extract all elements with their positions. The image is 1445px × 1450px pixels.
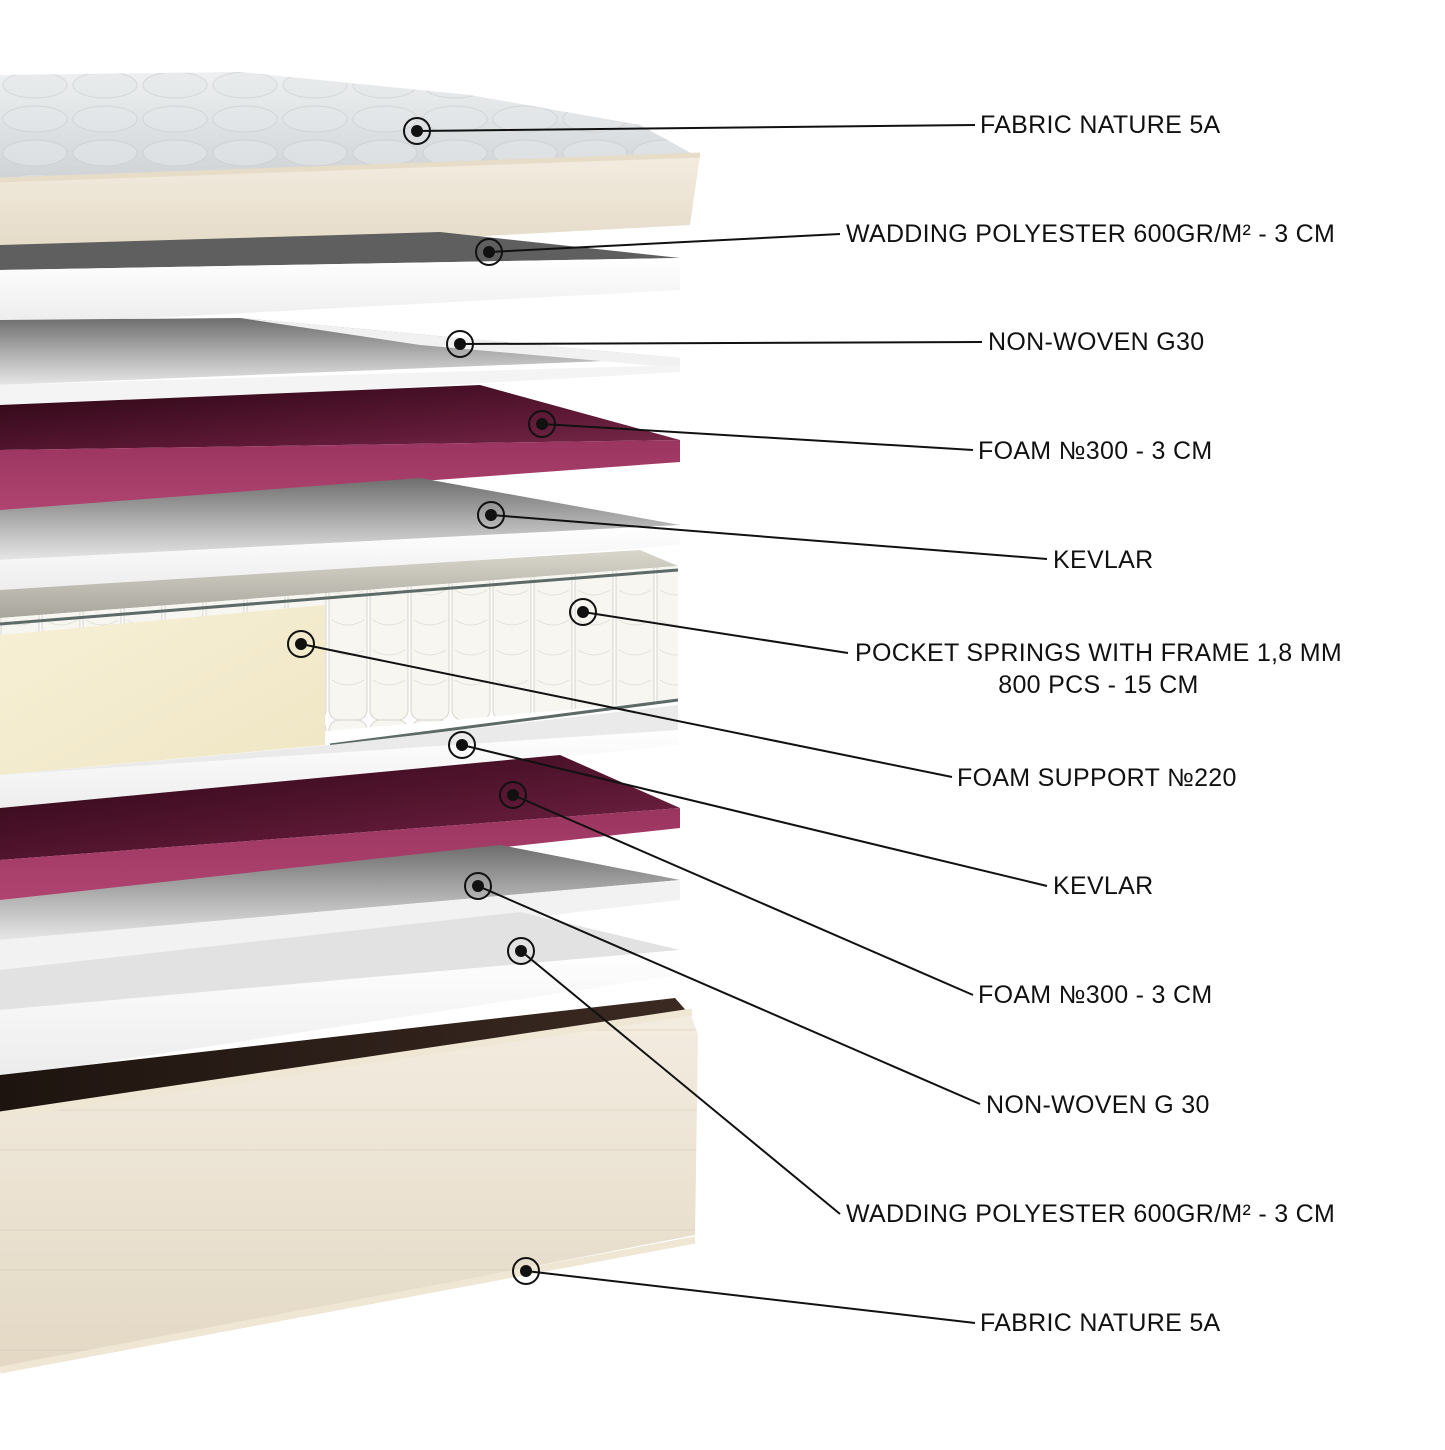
callout-label-line1: NON-WOVEN G 30 <box>986 1091 1210 1119</box>
callout-label-kevlar-top: KEVLAR <box>1053 544 1153 576</box>
callout-label-line1: FABRIC NATURE 5A <box>980 111 1221 139</box>
callout-marker-icon <box>477 501 505 529</box>
callout-label-fabric-top: FABRIC NATURE 5A <box>980 109 1221 141</box>
callout-label-line1: POCKET SPRINGS WITH FRAME 1,8 MM <box>855 639 1342 667</box>
callout-marker-icon <box>403 117 431 145</box>
callout-label-line1: KEVLAR <box>1053 872 1154 900</box>
callout-label-wadding-top: WADDING POLYESTER 600GR/M² - 3 CM <box>846 218 1335 250</box>
layer-wadding-top <box>0 232 680 326</box>
callout-label-fabric-bottom: FABRIC NATURE 5A <box>980 1307 1221 1339</box>
leader-line-foam-300-bottom <box>512 794 974 996</box>
callout-label-line1: FOAM SUPPORT №220 <box>957 764 1237 792</box>
layer-foam-300-top <box>0 385 680 512</box>
callout-label-non-woven-bottom: NON-WOVEN G 30 <box>986 1089 1210 1121</box>
leader-line-fabric-bottom <box>525 1270 976 1324</box>
callout-label-foam-300-bottom: FOAM №300 - 3 CM <box>978 979 1212 1011</box>
callout-label-foam-support: FOAM SUPPORT №220 <box>957 762 1237 794</box>
layer-foam-support <box>0 605 325 775</box>
layer-kevlar-top <box>0 478 680 595</box>
callout-marker-icon <box>464 872 492 900</box>
layer-fabric-bottom <box>0 998 698 1374</box>
callout-marker-icon <box>499 781 527 809</box>
callout-marker-icon <box>569 598 597 626</box>
leader-line-pocket-springs <box>582 611 849 654</box>
callout-marker-icon <box>287 630 315 658</box>
callout-label-non-woven-top: NON-WOVEN G30 <box>988 326 1204 358</box>
leader-line-foam-300-top <box>541 423 974 451</box>
callout-label-foam-300-top: FOAM №300 - 3 CM <box>978 435 1212 467</box>
leader-line-fabric-top <box>416 124 976 132</box>
callout-label-line2: 800 PCS - 15 CM <box>998 671 1199 699</box>
callout-label-line1: WADDING POLYESTER 600GR/M² - 3 CM <box>846 220 1336 248</box>
callout-label-line1: FABRIC NATURE 5A <box>980 1309 1221 1337</box>
layer-fabric-top <box>0 72 701 262</box>
callout-label-wadding-bottom: WADDING POLYESTER 600GR/M² - 3 CM <box>846 1198 1335 1230</box>
callout-marker-icon <box>507 937 535 965</box>
leader-line-kevlar-top <box>490 514 1048 560</box>
leader-line-foam-support <box>300 643 953 778</box>
callout-leader-lines <box>300 124 1048 1324</box>
leader-line-kevlar-bottom <box>461 744 1048 887</box>
callout-marker-icon <box>512 1257 540 1285</box>
callout-marker-icon <box>528 410 556 438</box>
callout-marker-icon <box>475 238 503 266</box>
callout-label-line1: FOAM №300 - 3 CM <box>978 981 1213 1009</box>
callout-marker-icon <box>448 731 476 759</box>
leader-line-wadding-bottom <box>520 950 841 1215</box>
callout-label-line1: KEVLAR <box>1053 546 1154 574</box>
callout-label-line1: FOAM №300 - 3 CM <box>978 437 1213 465</box>
layer-foam-300-bottom <box>0 755 680 902</box>
leader-line-wadding-top <box>488 233 841 253</box>
callout-label-line1: WADDING POLYESTER 600GR/M² - 3 CM <box>846 1200 1336 1228</box>
callout-label-kevlar-bottom: KEVLAR <box>1053 870 1153 902</box>
leader-line-non-woven-bottom <box>477 885 981 1105</box>
callout-label-line1: NON-WOVEN G30 <box>988 328 1205 356</box>
layer-wadding-bottom <box>0 912 680 1078</box>
callout-markers <box>287 117 597 1285</box>
callout-marker-icon <box>446 330 474 358</box>
leader-line-non-woven-top <box>459 341 983 345</box>
callout-label-pocket-springs: POCKET SPRINGS WITH FRAME 1,8 MM 800 PCS… <box>855 637 1342 701</box>
